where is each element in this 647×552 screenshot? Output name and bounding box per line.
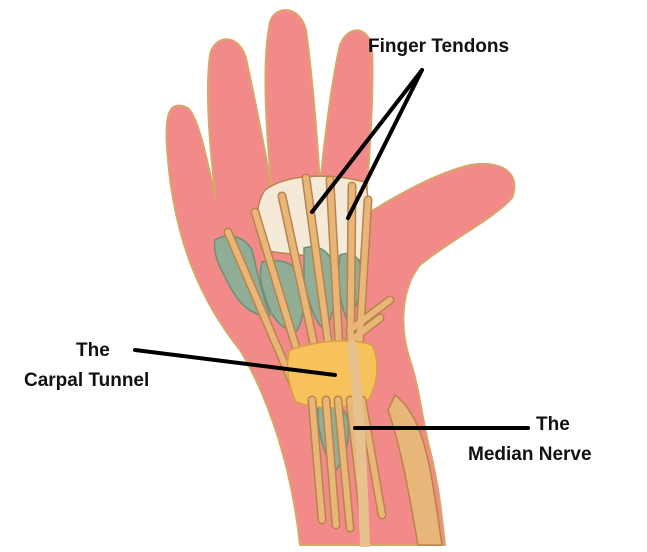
median-nerve-label-line2: Median Nerve: [468, 444, 592, 466]
finger-tendons-label: Finger Tendons: [368, 36, 509, 58]
median-nerve-label-line1: The: [536, 414, 570, 436]
carpal-tunnel-label-line2: Carpal Tunnel: [24, 370, 149, 392]
carpal-tunnel-label-line1: The: [76, 340, 110, 362]
